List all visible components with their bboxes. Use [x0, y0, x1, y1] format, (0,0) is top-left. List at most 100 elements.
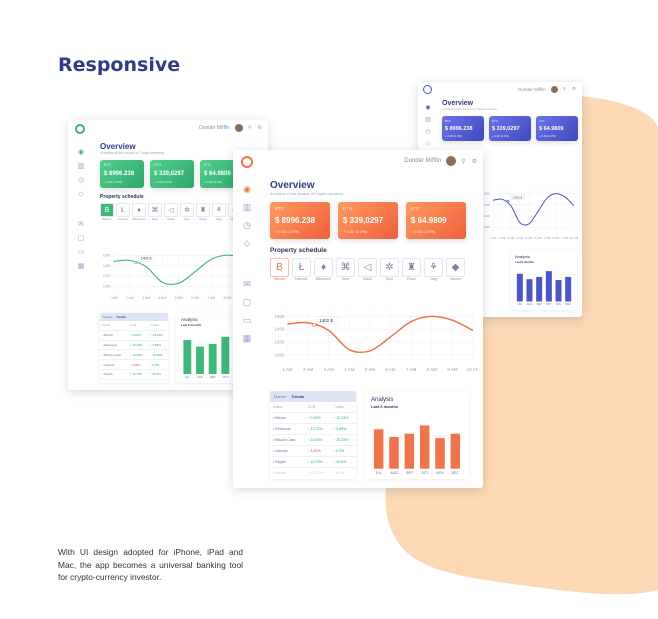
coin-mask[interactable]: ◁Mask — [358, 258, 377, 281]
table-row[interactable]: • Ripple↑ 10.79%↑ 33.6% — [100, 368, 168, 380]
table-row[interactable]: • Waves↑ 13.32%↑ 5.1% — [270, 467, 356, 478]
tag-icon[interactable]: ◇ — [425, 141, 431, 147]
x-tick-label: DEC — [452, 471, 460, 475]
x-tick-label: AUG — [197, 375, 203, 379]
annotation-marker[interactable] — [506, 199, 510, 203]
chart-icon[interactable]: ▥ — [425, 117, 431, 123]
card-btc[interactable]: BTC $ 8996.238 + 0.32 (2.3%) — [100, 160, 144, 188]
coin-waves[interactable]: ◆Waves — [446, 258, 465, 281]
tab-market[interactable]: Market — [103, 315, 113, 319]
table-row[interactable]: • Ethereum↑ 13.32%↑ 3.85% — [270, 423, 356, 435]
chart-icon[interactable]: ▥ — [77, 163, 85, 170]
bell-icon[interactable]: ⚲ — [562, 86, 566, 91]
clock-icon[interactable]: ◷ — [425, 129, 431, 135]
clock-icon[interactable]: ◷ — [243, 220, 251, 230]
table-row[interactable]: • Ripple↑ 10.79%↑ 33.6% — [270, 456, 356, 468]
table-row[interactable]: • Litecoin↑ 4.30%↑ 0.3% — [270, 445, 356, 457]
tag-icon[interactable]: ◇ — [78, 191, 84, 198]
coin-rook[interactable]: ♜Rook — [402, 258, 421, 281]
card-icon[interactable]: ▭ — [77, 249, 85, 256]
annotation-marker[interactable] — [312, 322, 316, 327]
coin-label: Mask — [167, 217, 175, 221]
card-eth[interactable]: ETH $ 339,0297 + 0.32 (2.3%) — [338, 202, 398, 239]
coin-ethereum[interactable]: ♦Ethereum — [132, 203, 146, 221]
coin-hext[interactable]: ⌘Hext — [148, 203, 162, 221]
coin-ethereum[interactable]: ♦Ethereum — [314, 258, 333, 281]
tab-trends[interactable]: Trends — [291, 394, 305, 399]
calendar-icon[interactable]: ▦ — [242, 333, 252, 343]
card-eth[interactable]: ETH $ 339,0297 + 0.32 (2.3%) — [489, 116, 531, 141]
price-cards: BTC $ 8996.238 + 0.32 (2.3%) ETH $ 339,0… — [100, 160, 262, 188]
card-ltc[interactable]: LTC $ 64.9809 + 0.32 (2.3%) — [536, 116, 578, 141]
card-btc[interactable]: BTC $ 8996.238 + 0.32 (2.3%) — [270, 202, 330, 239]
card-symbol: LTC — [411, 206, 420, 211]
bar — [565, 276, 572, 302]
coin-mask[interactable]: ◁Mask — [164, 203, 178, 221]
avatar[interactable] — [550, 85, 558, 93]
x-tick-label: 6 AM — [385, 367, 396, 372]
mail-icon[interactable]: ✉ — [243, 279, 251, 289]
coin-rook[interactable]: ♜Rook — [196, 203, 210, 221]
coin-label: Hext — [151, 217, 159, 221]
tab-trends[interactable]: Trends — [116, 315, 127, 319]
user-name: Dunder Mifflin — [517, 86, 546, 92]
avatar[interactable] — [234, 124, 243, 132]
coin-xipu[interactable]: ✲Xipu — [380, 258, 399, 281]
table-row[interactable]: • Bitcoin Cash↑ 10.05%↑ 10.23% — [270, 434, 356, 446]
card-ltc[interactable]: LTC $ 64.9809 + 0.32 (2.3%) — [406, 202, 466, 239]
x-tick-label: JUL — [376, 471, 382, 475]
series-line — [492, 193, 575, 226]
coin-xipu[interactable]: ✲Xipu — [180, 203, 194, 221]
xipu-icon: ✲ — [180, 203, 194, 217]
settings-icon[interactable]: ⚙ — [257, 125, 262, 131]
card-eth[interactable]: ETH $ 339,0297 + 0.32 (2.3%) — [150, 160, 194, 188]
table-row[interactable]: • Bitcoin↑ 0.32%↑ 13.23% — [270, 412, 356, 424]
overview-title: Overview — [270, 180, 315, 191]
x-tick-label: 9 AM — [447, 367, 458, 372]
alert-icon[interactable]: ▢ — [242, 297, 252, 307]
chart-icon[interactable]: ▥ — [242, 202, 252, 212]
settings-icon[interactable]: ⚙ — [571, 86, 576, 91]
bar — [221, 336, 230, 374]
tab-market[interactable]: Market — [274, 394, 287, 399]
alert-icon[interactable]: ▢ — [77, 235, 85, 242]
eye-icon[interactable]: ◉ — [77, 149, 85, 156]
x-tick-label: SEP — [406, 471, 414, 475]
table-row[interactable]: • Waves↑ 13.32%↑ 5.1% — [100, 378, 168, 383]
x-tick-label: OCT — [546, 303, 552, 306]
mail-icon[interactable]: ✉ — [78, 221, 84, 228]
bell-icon[interactable]: ⚲ — [461, 158, 466, 165]
annotation-marker[interactable] — [134, 260, 138, 264]
clock-icon[interactable]: ◷ — [77, 177, 85, 184]
x-tick-label: 7 AM — [406, 367, 417, 372]
table-row[interactable]: • Litecoin↑ 4.30%↑ 0.3% — [100, 359, 168, 370]
coin-nag[interactable]: ⚘Nag — [424, 258, 443, 281]
card-change: + 0.32 (2.3%) — [204, 180, 223, 184]
coin-label: Ethereum — [132, 217, 146, 221]
eye-icon[interactable]: ◉ — [243, 184, 251, 194]
card-btc[interactable]: BTC $ 8996.238 + 0.32 (2.3%) — [442, 116, 484, 141]
table-row[interactable]: • Bitcoin Cash↑ 10.05%↑ 10.23% — [100, 349, 168, 360]
analysis-title: Analysis — [515, 254, 530, 259]
avatar[interactable] — [446, 156, 457, 166]
card-icon[interactable]: ▭ — [242, 315, 252, 325]
coin-label: Litecoin — [295, 277, 308, 281]
eye-icon[interactable]: ◉ — [425, 105, 431, 111]
table-row[interactable]: • Ethereum↑ 13.32%↑ 3.85% — [100, 339, 168, 350]
coin-hext[interactable]: ⌘Hext — [336, 258, 355, 281]
coin-label: Xipu — [183, 217, 190, 221]
tag-icon[interactable]: ◇ — [243, 238, 251, 248]
coin-nag[interactable]: ⚘Nag — [212, 203, 226, 221]
settings-icon[interactable]: ⚙ — [471, 158, 477, 165]
bell-icon[interactable]: ⚲ — [247, 125, 252, 131]
card-symbol: ETH — [154, 163, 161, 167]
coin-label: Bitcoin — [274, 277, 285, 281]
calendar-icon[interactable]: ▦ — [77, 263, 85, 270]
table-row[interactable]: • Bitcoin↑ 0.32%↑ 13.23% — [100, 329, 168, 341]
